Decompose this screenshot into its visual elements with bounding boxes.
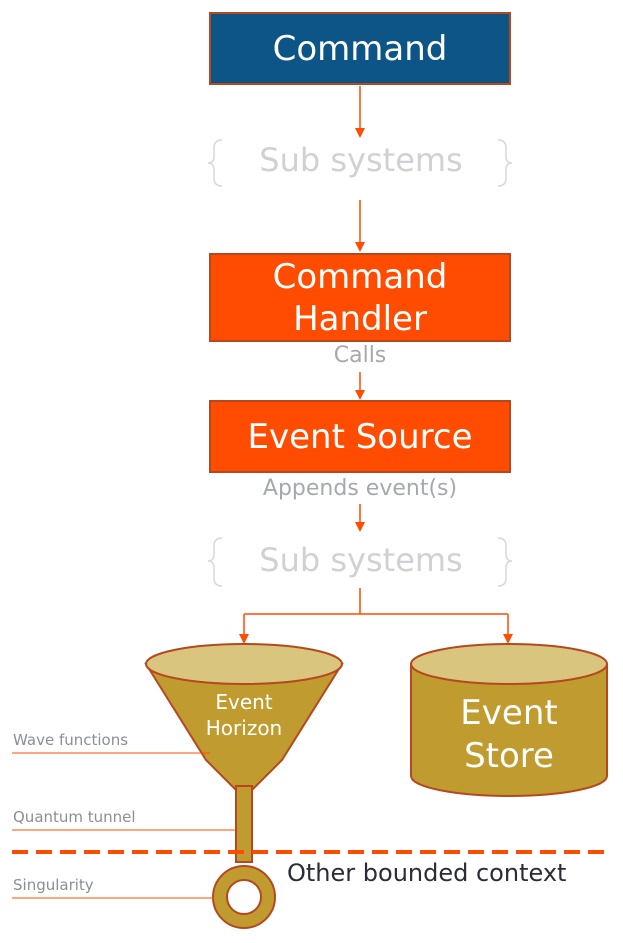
other-bounded-context-label: Other bounded context — [287, 859, 567, 887]
appends-label: Appends event(s) — [220, 476, 500, 501]
brace-left-top — [207, 139, 223, 187]
quantum-tunnel-annotation: Quantum tunnel — [13, 808, 136, 826]
calls-text: Calls — [333, 343, 387, 368]
event-horizon-line2: Horizon — [205, 716, 283, 740]
brace-right-top — [497, 139, 513, 187]
event-store-label: Event Store — [420, 692, 598, 778]
event-horizon-funnel — [144, 643, 344, 929]
event-store-cylinder — [410, 643, 608, 797]
event-source-node: Event Source — [209, 400, 511, 473]
wave-functions-annotation: Wave functions — [13, 731, 129, 749]
command-handler-line1: Command — [272, 256, 448, 297]
sub-systems-top: Sub systems — [216, 141, 506, 179]
brace-right-bottom — [497, 537, 513, 587]
command-node: Command — [209, 12, 511, 85]
command-handler-line2: Handler — [293, 298, 427, 339]
event-horizon-line1: Event — [215, 690, 273, 714]
split-connector — [244, 588, 508, 615]
sub-systems-top-label: Sub systems — [259, 141, 463, 179]
command-handler-node: Command Handler — [209, 253, 511, 342]
singularity-annotation: Singularity — [13, 876, 94, 894]
sub-systems-bottom: Sub systems — [216, 541, 506, 579]
brace-left-bottom — [207, 537, 223, 587]
command-label: Command — [272, 28, 448, 69]
sub-systems-bottom-label: Sub systems — [259, 541, 463, 579]
event-source-label: Event Source — [247, 416, 473, 457]
calls-label: Calls — [300, 343, 420, 368]
event-horizon-label: Event Horizon — [180, 689, 308, 741]
appends-text: Appends event(s) — [262, 476, 458, 501]
event-store-line1: Event — [460, 693, 558, 733]
event-store-line2: Store — [464, 736, 554, 776]
